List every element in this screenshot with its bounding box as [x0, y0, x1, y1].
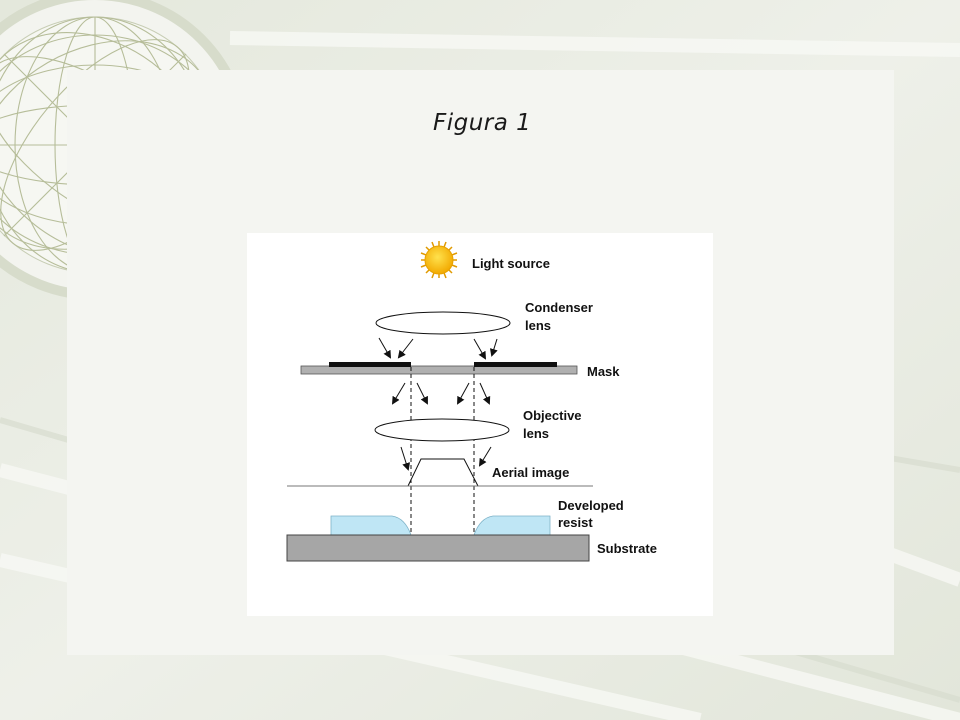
slide-title: Figura 1 [433, 110, 532, 136]
lithography-diagram: Light source Condenser lens Mask [247, 233, 713, 616]
label-mask: Mask [587, 364, 620, 379]
aerial-arrows [400, 446, 492, 471]
condenser-lens [375, 311, 511, 335]
label-substrate: Substrate [597, 541, 657, 556]
label-condenser-2: lens [525, 318, 551, 333]
mask-arrows [391, 382, 491, 405]
label-light-source: Light source [472, 256, 550, 271]
resist-right [473, 515, 551, 536]
label-developed-2: resist [558, 515, 593, 530]
substrate-block [286, 534, 590, 562]
alignment-lines [410, 367, 475, 538]
sun-icon [420, 241, 458, 279]
mask-chrome-left [329, 362, 411, 367]
condenser-arrows [378, 337, 498, 360]
label-developed-1: Developed [558, 498, 624, 513]
mask-plate [300, 365, 578, 375]
aerial-image-profile [407, 458, 479, 487]
label-condenser-1: Condenser [525, 300, 593, 315]
objective-lens [374, 418, 510, 442]
mask-chrome-right [474, 362, 557, 367]
label-objective-2: lens [523, 426, 549, 441]
resist-left [330, 515, 412, 536]
label-objective-1: Objective [523, 408, 582, 423]
label-aerial-image: Aerial image [492, 465, 569, 480]
